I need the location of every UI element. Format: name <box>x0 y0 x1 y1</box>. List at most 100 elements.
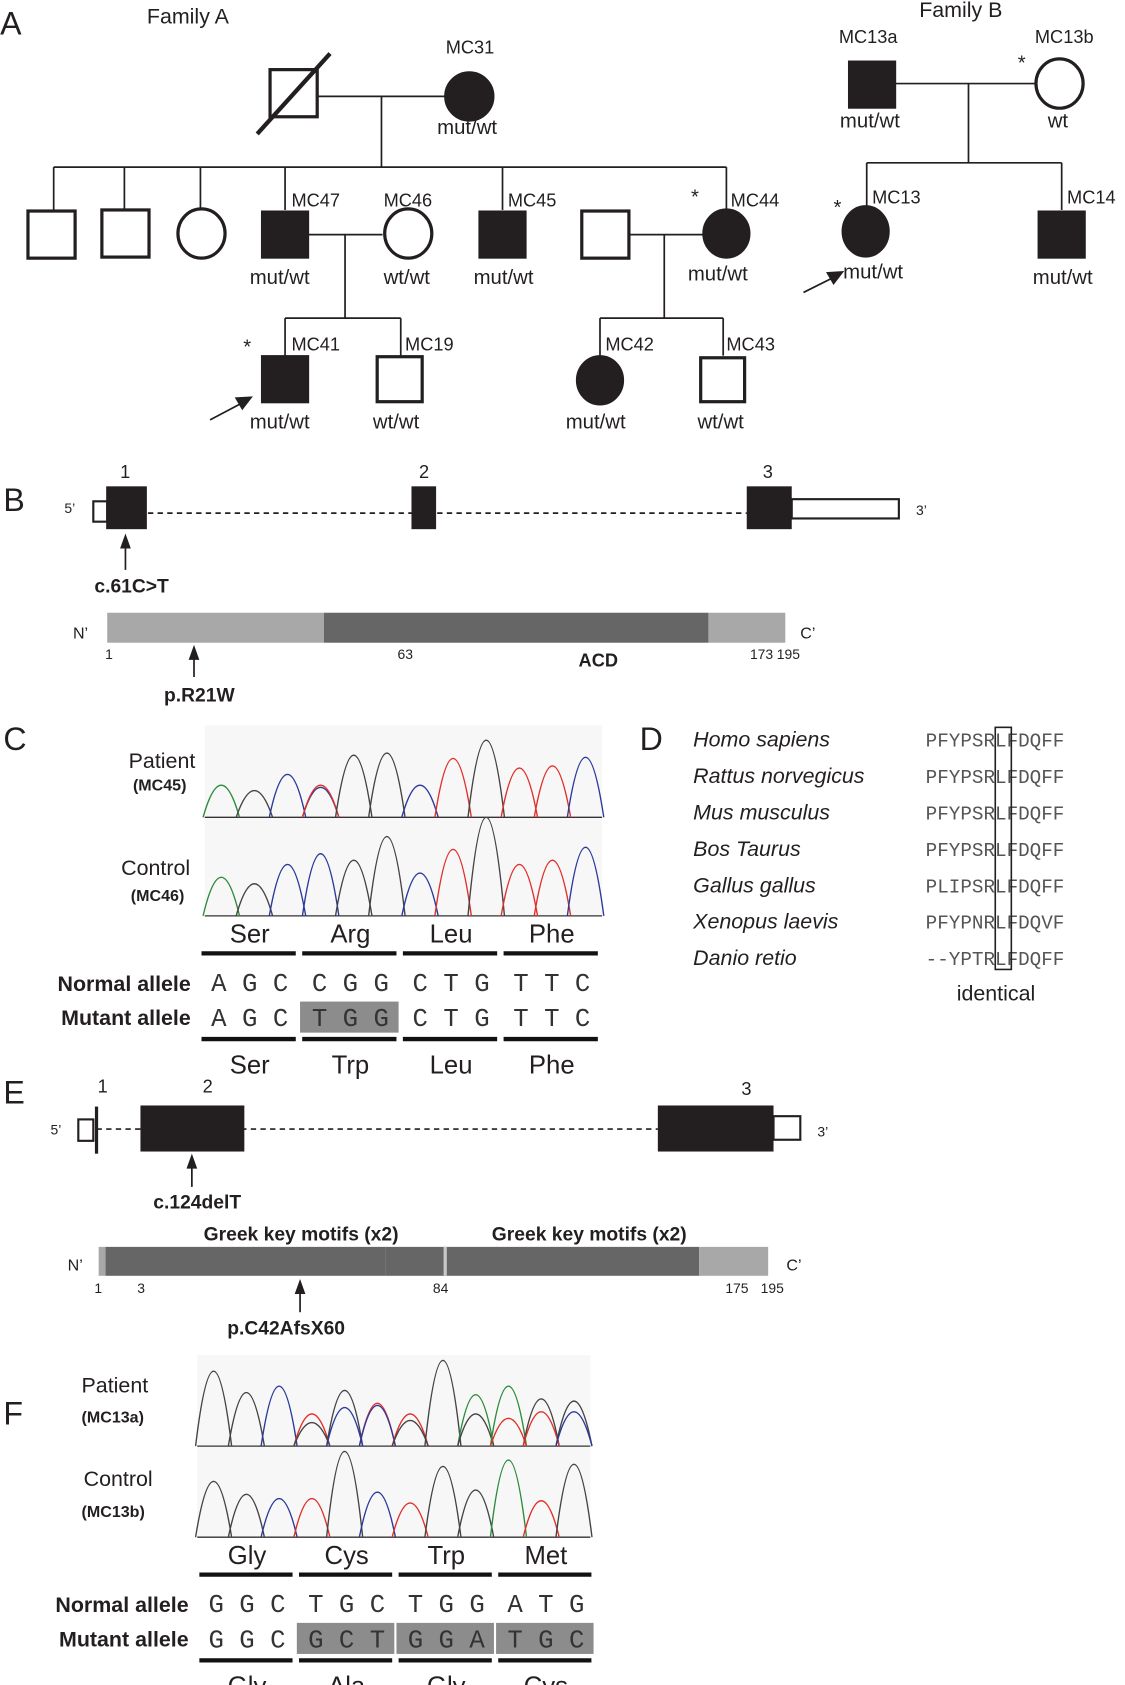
trace-peak <box>202 876 241 917</box>
member-mc45 <box>478 210 527 259</box>
genotype: mut/wt <box>688 264 748 286</box>
mutation-highlight <box>296 1622 395 1654</box>
c-terminus-label: C’ <box>800 624 815 642</box>
member-id: MC13a <box>839 27 899 47</box>
trace-peak <box>522 1398 560 1447</box>
trace-peak <box>456 1413 495 1447</box>
patient-label: Patient <box>129 749 196 773</box>
proband-arrow <box>209 396 253 421</box>
trace-peak <box>533 859 572 916</box>
codon-amino-acid-mutant: Ala <box>328 1673 366 1685</box>
mutant-codon: T T C <box>513 1005 590 1034</box>
trace-peak <box>367 752 406 818</box>
species-name: Gallus gallus <box>693 873 816 897</box>
patient-label: Patient <box>82 1374 149 1398</box>
trace-peak <box>555 1411 593 1447</box>
trace-peak <box>301 853 340 916</box>
five-prime-label: 5’ <box>50 1121 61 1137</box>
mutant-codon: A G C <box>211 1005 288 1034</box>
c-terminus-label: C’ <box>786 1256 801 1274</box>
unaffected-male <box>26 209 77 260</box>
normal-allele-label: Normal allele <box>58 972 191 996</box>
exon-number: 3 <box>763 462 773 482</box>
codon-amino-acid-normal: Gly <box>228 1542 267 1570</box>
protein-segment <box>708 612 786 643</box>
utr-5 <box>92 500 109 523</box>
panel-f: F Patient (MC13a) Control (MC13b) Normal… <box>3 1355 594 1685</box>
family-a-title: Family A <box>147 5 230 29</box>
normal-codon: A G C <box>211 970 288 999</box>
protein-bar <box>98 1246 769 1276</box>
asterisk: * <box>691 187 699 209</box>
member-id: MC47 <box>291 191 340 211</box>
member-mc14 <box>1037 210 1086 259</box>
trace-peak <box>227 1493 266 1538</box>
utr-3 <box>790 498 900 520</box>
position-tick: 173 <box>750 646 773 662</box>
panel-label-a: A <box>0 5 22 41</box>
genotype: wt/wt <box>383 267 431 289</box>
trace-peak <box>260 1385 298 1447</box>
panel-c: C Patient (MC45) Control (MC46) Normal a… <box>3 721 605 1079</box>
trace-peak <box>500 767 539 818</box>
member-id: MC46 <box>384 191 433 211</box>
trace-peak <box>194 1481 233 1538</box>
normal-codon: G G C <box>208 1591 285 1620</box>
trace-peak <box>325 1407 364 1447</box>
codon-amino-acid-mutant: Trp <box>332 1051 370 1079</box>
domain-label: Greek key motifs (x2) <box>204 1224 399 1245</box>
trace-peak <box>467 739 506 818</box>
three-prime-label: 3’ <box>916 502 927 518</box>
protein-segment <box>98 1246 106 1276</box>
species-name: Rattus norvegicus <box>693 764 865 788</box>
genotype: mut/wt <box>250 411 310 433</box>
control-label: Control <box>121 856 190 880</box>
member-mc19 <box>375 355 424 404</box>
panel-label-c: C <box>3 721 26 757</box>
normal-allele-label: Normal allele <box>55 1593 188 1617</box>
asterisk: * <box>1018 53 1026 75</box>
trace-peak <box>227 1392 266 1447</box>
trace-peak <box>456 1489 495 1538</box>
member-id: MC44 <box>731 191 780 211</box>
position-tick: 195 <box>761 1280 784 1296</box>
domain-gap <box>443 1246 447 1276</box>
n-terminus-label: N’ <box>73 624 88 642</box>
genotype: wt <box>1047 110 1069 132</box>
control-label: Control <box>84 1467 153 1491</box>
mutation-label: c.124delT <box>153 1192 241 1213</box>
genotype: mut/wt <box>843 262 903 284</box>
unaffected-male <box>580 209 631 260</box>
member-id: MC13b <box>1035 27 1094 47</box>
domain-label: ACD <box>579 650 618 670</box>
position-tick: 175 <box>725 1280 748 1296</box>
family-b-title: Family B <box>919 0 1002 22</box>
codon-amino-acid-normal: Arg <box>330 921 370 949</box>
trace-peak <box>334 754 373 818</box>
trace-peak <box>434 757 473 818</box>
codon-amino-acid-mutant: Ser <box>230 1051 270 1079</box>
mutation-arrow <box>186 1153 198 1187</box>
trace-peak <box>555 1463 593 1538</box>
exon-1 <box>106 486 147 530</box>
exon-2 <box>411 486 437 530</box>
genotype: mut/wt <box>250 267 310 289</box>
protein-segment <box>105 1246 386 1276</box>
codon-amino-acid-mutant: Gly <box>228 1673 267 1685</box>
species-name: Homo sapiens <box>693 728 830 752</box>
codon-amino-acid-mutant: Cys <box>524 1673 568 1685</box>
variant-label: p.C42AfsX60 <box>227 1319 345 1340</box>
protein-segment <box>385 1246 700 1276</box>
exon-3 <box>746 486 792 530</box>
trace-peak <box>522 1411 560 1447</box>
genotype: mut/wt <box>840 110 900 132</box>
trace-peak <box>401 872 439 917</box>
mutant-codon: G G A <box>408 1627 486 1656</box>
panel-a: A Family A MC31 mut/wt MC47 mut/wt MC46 … <box>0 0 1115 433</box>
species-name: Danio retio <box>693 946 797 970</box>
codon-amino-acid-normal: Cys <box>325 1542 369 1570</box>
